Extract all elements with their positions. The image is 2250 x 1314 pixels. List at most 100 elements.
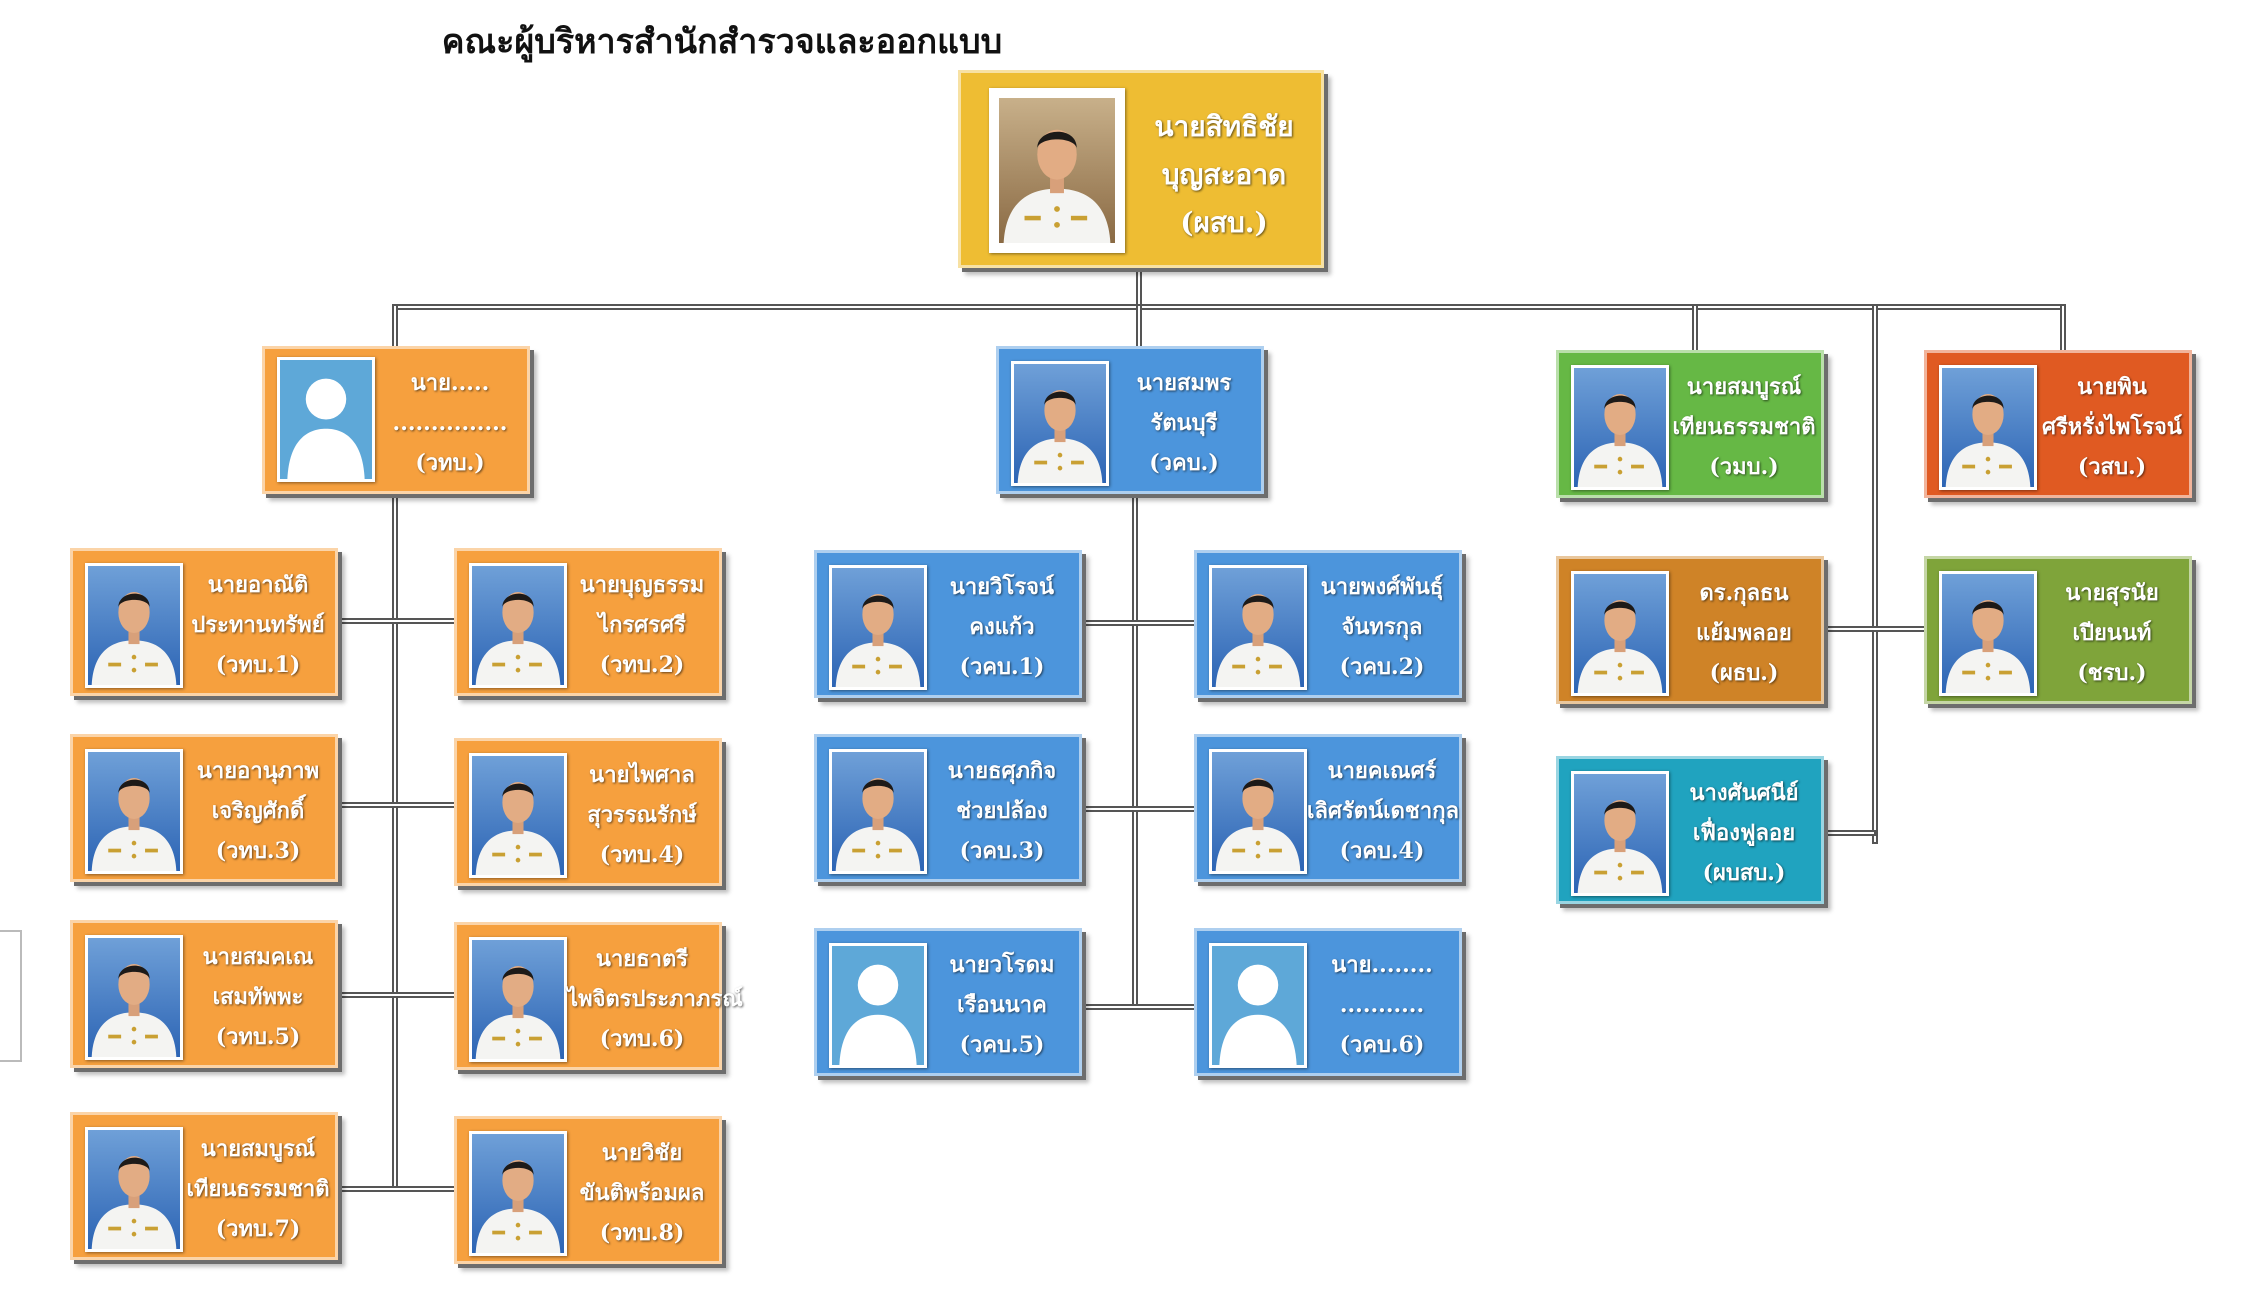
name-last: เรือนนาค <box>957 992 1047 1018</box>
name-first: นายอานุภาพ <box>196 758 320 784</box>
portrait-photo <box>85 935 183 1060</box>
name-last: เลิศรัตน์เดชากุล <box>1307 798 1460 824</box>
portrait-photo <box>469 937 567 1062</box>
name-first: นายสมพร <box>1136 370 1232 396</box>
name-last: เสมทัพพะ <box>212 984 304 1010</box>
position-box-wkb5: นายวโรดมเรือนนาค(วคบ.5) <box>814 928 1082 1076</box>
position-box-wkb2: นายพงศ์พันธุ์จันทรกุล (วคบ.2) <box>1194 550 1462 698</box>
connector-line <box>1136 268 1142 308</box>
position-text: นายสมพรรัตนบุรี(วคบ.) <box>1109 363 1259 483</box>
position-box-wthb: นาย.................... (วทบ.) <box>262 346 530 494</box>
connector-line <box>1136 304 1142 348</box>
name-first: นายวิชัย <box>601 1140 683 1166</box>
portrait-photo <box>85 749 183 874</box>
position-code: (วคบ.2) <box>1339 654 1425 680</box>
position-code: (วมบ.) <box>1709 454 1779 480</box>
name-last: ........... <box>1339 992 1425 1018</box>
position-code: (วทบ.7) <box>215 1216 301 1242</box>
connector-line <box>2060 304 2066 352</box>
position-text: นายอาณัติประทานทรัพย์(วทบ.1) <box>183 565 333 685</box>
position-code: (วคบ.4) <box>1339 838 1425 864</box>
name-first: นายวโรดม <box>949 952 1055 978</box>
name-first: ดร.กุลธน <box>1699 580 1789 606</box>
position-box-wthb4: นายไพศาลสุวรรณรักษ์(วทบ.4) <box>454 738 722 886</box>
connector-line <box>392 494 398 1190</box>
position-box-wkb6: นาย................... (วคบ.6) <box>1194 928 1462 1076</box>
position-text: นายคเณศร์เลิศรัตน์เดชากุล (วคบ.4) <box>1307 751 1460 871</box>
position-code: (วทบ.8) <box>599 1220 685 1246</box>
name-first: นายคเณศร์ <box>1327 758 1437 784</box>
position-box-director: นายสิทธิชัยบุญสะอาด (ผสบ.) <box>958 70 1324 268</box>
position-text: นายวิโรจน์คงแก้ว(วคบ.1) <box>927 567 1077 687</box>
position-text: นายบุญธรรมไกรศรศรี(วทบ.2) <box>567 565 717 685</box>
portrait-photo <box>1209 565 1307 690</box>
portrait-photo <box>989 88 1125 253</box>
connector-line <box>336 802 458 808</box>
name-last: ไพจิตรประภาภรณ์ <box>567 986 743 1012</box>
portrait-photo <box>1011 361 1109 486</box>
name-last: สุวรรณรักษ์ <box>587 802 697 828</box>
offscreen-box-edge <box>0 930 22 1062</box>
portrait-photo <box>1939 365 2037 490</box>
name-last: เทียนธรรมชาติ <box>1672 414 1816 440</box>
position-code: (วทบ.2) <box>599 652 685 678</box>
name-last: ประทานทรัพย์ <box>191 612 325 638</box>
position-text: นายสมคเณเสมทัพพะ(วทบ.5) <box>183 937 333 1057</box>
position-text: นายพงศ์พันธุ์จันทรกุล (วคบ.2) <box>1307 567 1457 687</box>
connector-line <box>1080 1004 1198 1010</box>
connector-line <box>336 618 458 624</box>
connector-line <box>336 992 458 998</box>
position-code: (วทบ.4) <box>599 842 685 868</box>
name-last: ศรีหรั่งไพโรจน์ <box>2042 414 2182 440</box>
portrait-photo <box>829 565 927 690</box>
portrait-photo <box>469 563 567 688</box>
position-box-ptb: ดร.กุลธนแย้มพลอย(ผธบ.) <box>1556 556 1824 704</box>
portrait-photo <box>1571 571 1669 696</box>
position-box-wthb6: นายธาตรีไพจิตรประภาภรณ์(วทบ.6) <box>454 922 743 1070</box>
portrait-photo <box>1571 771 1669 896</box>
portrait-photo <box>1209 749 1307 874</box>
position-code: (ผสบ.) <box>1180 206 1268 239</box>
connector-line <box>1080 806 1198 812</box>
connector-line <box>1820 830 1876 836</box>
name-first: นายสุรนัย <box>2065 580 2159 606</box>
position-text: นายวโรดมเรือนนาค(วคบ.5) <box>927 945 1077 1065</box>
name-first: นายวิโรจน์ <box>949 574 1055 600</box>
name-last: ............... <box>392 410 508 436</box>
position-text: นาย.................... (วทบ.) <box>375 363 525 483</box>
name-first: นายอาณัติ <box>207 572 309 598</box>
name-last: ขันติพร้อมผล <box>579 1180 705 1206</box>
position-code: (ชรบ.) <box>2077 660 2147 686</box>
name-last: จันทรกุล <box>1341 614 1423 640</box>
portrait-photo <box>469 1131 567 1256</box>
name-first: นายบุญธรรม <box>579 572 705 598</box>
name-last: แย้มพลอย <box>1696 620 1792 646</box>
position-box-wthb7: นายสมบูรณ์เทียนธรรมชาติ(วทบ.7) <box>70 1112 338 1260</box>
position-text: นายสุรนัยเปียนนท์ (ชรบ.) <box>2037 573 2187 693</box>
name-last: คงแก้ว <box>969 614 1035 640</box>
name-first: นาย..... <box>410 370 490 396</box>
connector-line <box>336 1186 458 1192</box>
position-code: (วคบ.6) <box>1339 1032 1425 1058</box>
name-last: เทียนธรรมชาติ <box>186 1176 330 1202</box>
connector-line <box>1820 626 1928 632</box>
chart-title: คณะผู้บริหารสำนักสำรวจและออกแบบ <box>441 22 1003 62</box>
position-code: (วคบ.3) <box>959 838 1045 864</box>
position-box-wthb3: นายอานุภาพเจริญศักดิ์(วทบ.3) <box>70 734 338 882</box>
position-code: (วทบ.) <box>415 450 485 476</box>
position-box-wthb1: นายอาณัติประทานทรัพย์(วทบ.1) <box>70 548 338 696</box>
placeholder-avatar-icon <box>829 943 927 1068</box>
name-first: นายพงศ์พันธุ์ <box>1320 574 1444 600</box>
placeholder-avatar-icon <box>277 357 375 482</box>
position-box-wkb3: นายธศุภกิจช่วยปล้อง(วคบ.3) <box>814 734 1082 882</box>
position-text: นายสมบูรณ์เทียนธรรมชาติ(วมบ.) <box>1669 367 1819 487</box>
portrait-photo <box>1571 365 1669 490</box>
position-text: ดร.กุลธนแย้มพลอย(ผธบ.) <box>1669 573 1819 693</box>
name-first: นายสิทธิชัย <box>1154 110 1294 143</box>
name-last: เปียนนท์ <box>2072 620 2152 646</box>
position-code: (วทบ.5) <box>215 1024 301 1050</box>
portrait-photo <box>469 753 567 878</box>
name-first: นาย........ <box>1331 952 1433 978</box>
name-last: บุญสะอาด <box>1161 158 1287 191</box>
portrait-photo <box>85 563 183 688</box>
